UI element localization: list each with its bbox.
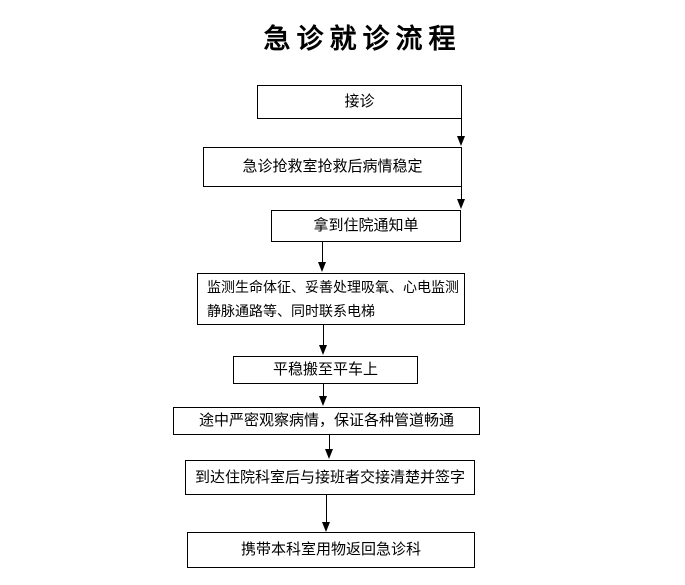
flow-step-stabilized: 急诊抢救室抢救后病情稳定 — [203, 147, 462, 187]
flow-step-label: 拿到住院通知单 — [313, 217, 419, 234]
flow-step-observe-enroute: 途中严密观察病情，保证各种管道畅通 — [173, 407, 480, 435]
flow-step-label-line1: 监测生命体征、妥善处理吸氧、心电监测 — [207, 279, 459, 295]
flow-step-reception: 接诊 — [257, 85, 462, 119]
arrow-down-icon — [318, 242, 327, 272]
arrow-down-icon — [322, 495, 331, 532]
flow-step-label: 平稳搬至平车上 — [272, 361, 378, 378]
flow-step-handover-sign: 到达住院科室后与接班者交接清楚并签字 — [185, 460, 475, 495]
arrow-line — [328, 435, 330, 449]
page-title: 急诊就诊流程 — [263, 24, 462, 54]
flow-step-label: 急诊抢救室抢救后病情稳定 — [242, 158, 423, 175]
arrow-head — [457, 136, 465, 146]
arrow-head — [457, 199, 465, 209]
arrow-line — [322, 325, 324, 345]
arrow-down-icon — [457, 187, 466, 209]
arrow-head — [319, 345, 327, 355]
flow-step-return-er: 携带本科室用物返回急诊科 — [187, 532, 475, 568]
arrow-line — [460, 119, 462, 136]
flow-step-label: 途中严密观察病情，保证各种管道畅通 — [198, 412, 454, 429]
arrow-line — [325, 495, 327, 522]
arrow-line — [460, 187, 462, 199]
arrow-down-icon — [325, 435, 334, 459]
arrow-head — [325, 449, 333, 459]
flow-step-monitoring: 监测生命体征、妥善处理吸氧、心电监测 静脉通路等、同时联系电梯 — [197, 273, 465, 325]
flow-step-label: 到达住院科室后与接班者交接清楚并签字 — [194, 468, 465, 486]
arrow-head — [319, 396, 327, 406]
arrow-down-icon — [319, 384, 328, 406]
flow-step-label: 携带本科室用物返回急诊科 — [240, 541, 421, 558]
arrow-line — [321, 242, 323, 262]
arrow-line — [322, 384, 324, 396]
flow-step-label: 接诊 — [344, 93, 375, 110]
flow-step-transfer-cart: 平稳搬至平车上 — [233, 356, 418, 384]
arrow-down-icon — [319, 325, 328, 355]
flow-step-label-line2: 静脉通路等、同时联系电梯 — [207, 303, 375, 319]
arrow-down-icon — [457, 119, 466, 146]
arrow-head — [318, 262, 326, 272]
flow-step-admission-notice: 拿到住院通知单 — [271, 210, 461, 242]
arrow-head — [322, 522, 330, 532]
